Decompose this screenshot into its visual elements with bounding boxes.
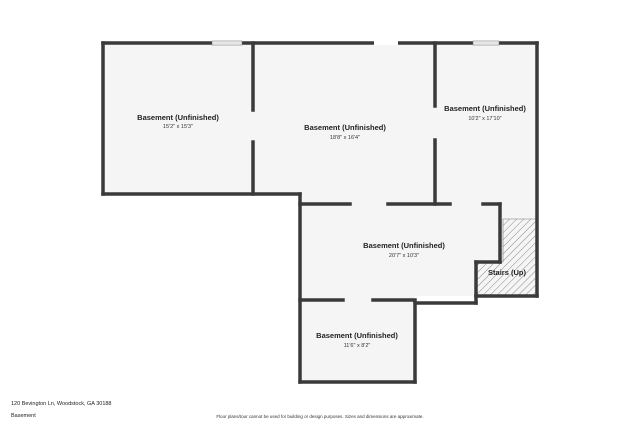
walls bbox=[101, 41, 539, 384]
floor-level: Basement bbox=[11, 413, 36, 419]
room-name: Basement (Unfinished) bbox=[304, 123, 386, 132]
room-label: Basement (Unfinished) 15'2" x 15'3" bbox=[137, 113, 219, 130]
windows bbox=[211, 40, 500, 46]
room-dimensions: 15'2" x 15'3" bbox=[163, 124, 193, 130]
floor-area bbox=[103, 43, 537, 382]
room-name: Basement (Unfinished) bbox=[137, 113, 219, 122]
room-label: Basement (Unfinished) 20'7" x 10'3" bbox=[363, 241, 445, 259]
room-label: Basement (Unfinished) 18'8" x 16'4" bbox=[304, 123, 386, 141]
room-dimensions: 18'8" x 16'4" bbox=[330, 135, 360, 141]
room-dimensions: 20'7" x 10'3" bbox=[389, 253, 419, 259]
room-dimensions: 10'2" x 17'10" bbox=[468, 116, 501, 122]
room-name: Basement (Unfinished) bbox=[316, 331, 398, 340]
room-label: Basement (Unfinished) 10'2" x 17'10" bbox=[444, 104, 526, 122]
room-name: Basement (Unfinished) bbox=[444, 104, 526, 113]
room-dimensions: 11'6" x 8'2" bbox=[344, 343, 371, 349]
property-address: 120 Bevington Ln, Woodstock, GA 30188 bbox=[11, 401, 112, 407]
room-name: Basement (Unfinished) bbox=[363, 241, 445, 250]
stairs-label: Stairs (Up) bbox=[488, 268, 526, 277]
room-label: Basement (Unfinished) 11'6" x 8'2" bbox=[316, 331, 398, 349]
window bbox=[374, 41, 398, 45]
disclaimer: Floor plans/tour cannot be used for buil… bbox=[216, 414, 424, 419]
